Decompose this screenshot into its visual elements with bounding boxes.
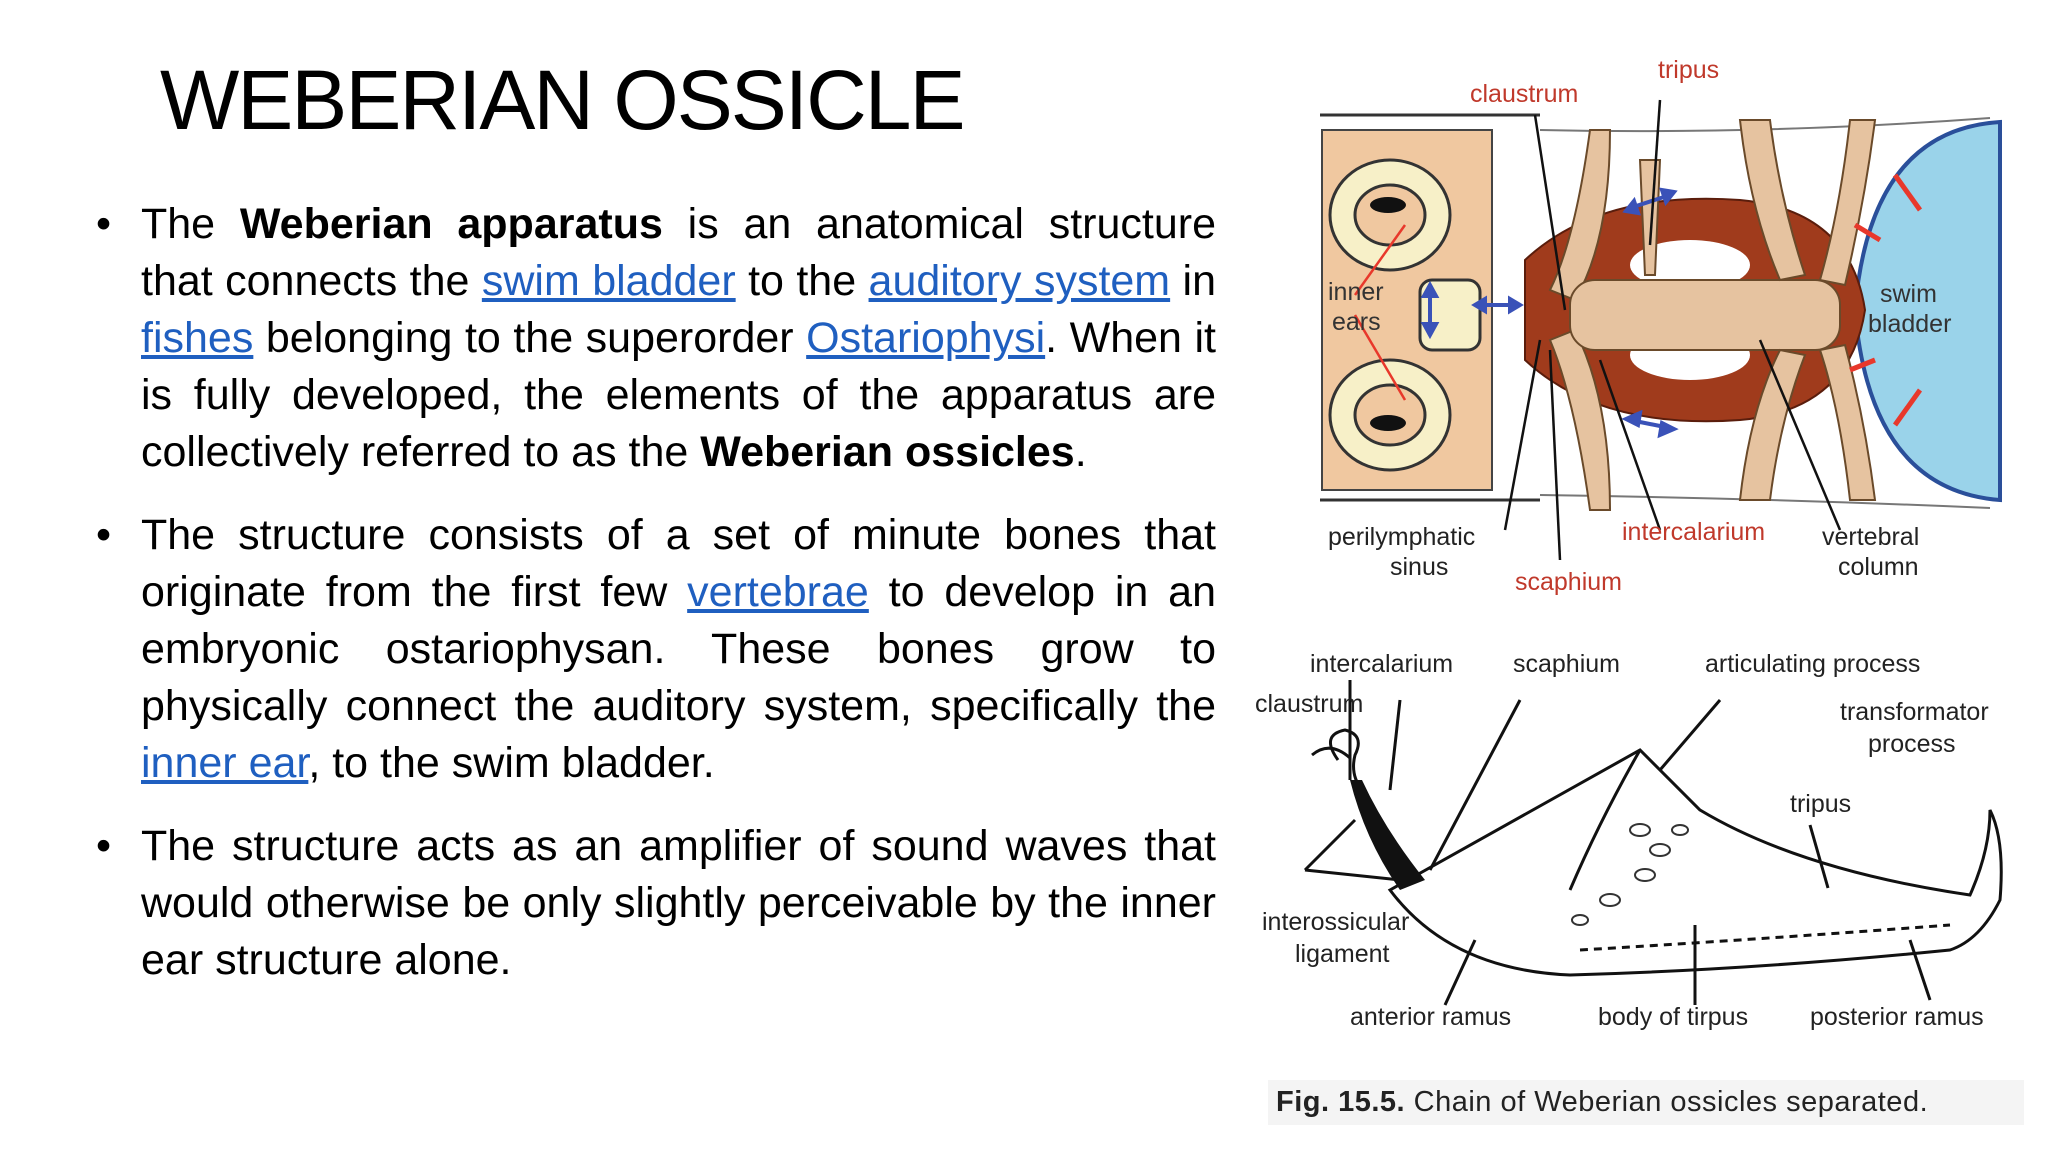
label-interossicular-1: interossicular [1262,908,1409,936]
figure-number: Fig. 15.5. [1276,1086,1406,1118]
link-swim-bladder[interactable]: swim bladder [481,257,736,305]
link-ostariophysi[interactable]: Ostariophysi [806,314,1046,362]
label-anterior-ramus: anterior ramus [1350,1003,1511,1031]
bullet-list: • The Weberian apparatus is an anatomica… [96,196,1216,1015]
label-inner-ears-2: ears [1332,308,1381,336]
label-perilymphatic-2: sinus [1390,553,1448,581]
label-scaphium: scaphium [1513,650,1620,678]
label-scaphium: scaphium [1515,568,1622,596]
link-auditory-system[interactable]: auditory system [868,257,1171,305]
label-articulating-process: articulating process [1705,650,1920,678]
link-fishes[interactable]: fishes [141,314,254,362]
ossicle-chain-diagram: intercalarium scaphium articulating proc… [1255,650,2003,1031]
figure-caption-text: Chain of Weberian ossicles separated. [1405,1086,1929,1118]
bullet-item: • The structure consists of a set of min… [96,507,1216,792]
bullet-dot: • [96,200,112,248]
label-posterior-ramus: posterior ramus [1810,1003,1984,1031]
bullet-dot: • [96,822,112,870]
label-vertebral-2: column [1838,553,1919,581]
label-swim-bladder-2: bladder [1868,310,1951,338]
label-tripus: tripus [1790,790,1851,818]
weberian-apparatus-diagram: claustrum tripus inner ears swim bladder… [1320,56,2002,596]
label-transformator-2: process [1868,730,1956,758]
label-swim-bladder-1: swim [1880,280,1937,308]
link-vertebrae[interactable]: vertebrae [687,568,869,616]
label-transformator-1: transformator [1840,698,1989,726]
bullet-dot: • [96,511,112,559]
label-claustrum: claustrum [1470,80,1578,108]
slide-title: WEBERIAN OSSICLE [160,53,966,147]
label-intercalarium: intercalarium [1310,650,1453,678]
link-inner-ear[interactable]: inner ear [141,739,309,787]
label-claustrum: claustrum [1255,690,1363,718]
bullet-item: • The structure acts as an amplifier of … [96,818,1216,989]
figure-caption: Fig. 15.5. Chain of Weberian ossicles se… [1268,1080,2024,1125]
label-inner-ears-1: inner [1328,278,1384,306]
label-perilymphatic-1: perilymphatic [1328,523,1475,551]
term-weberian-ossicles: Weberian ossicles [700,428,1075,476]
label-intercalarium: intercalarium [1622,518,1765,546]
bullet-item: • The Weberian apparatus is an anatomica… [96,196,1216,481]
term-weberian-apparatus: Weberian apparatus [239,200,663,248]
label-vertebral-1: vertebral [1822,523,1919,551]
label-interossicular-2: ligament [1295,940,1390,968]
label-tripus: tripus [1658,56,1719,84]
label-body-of-tirpus: body of tirpus [1598,1003,1748,1031]
